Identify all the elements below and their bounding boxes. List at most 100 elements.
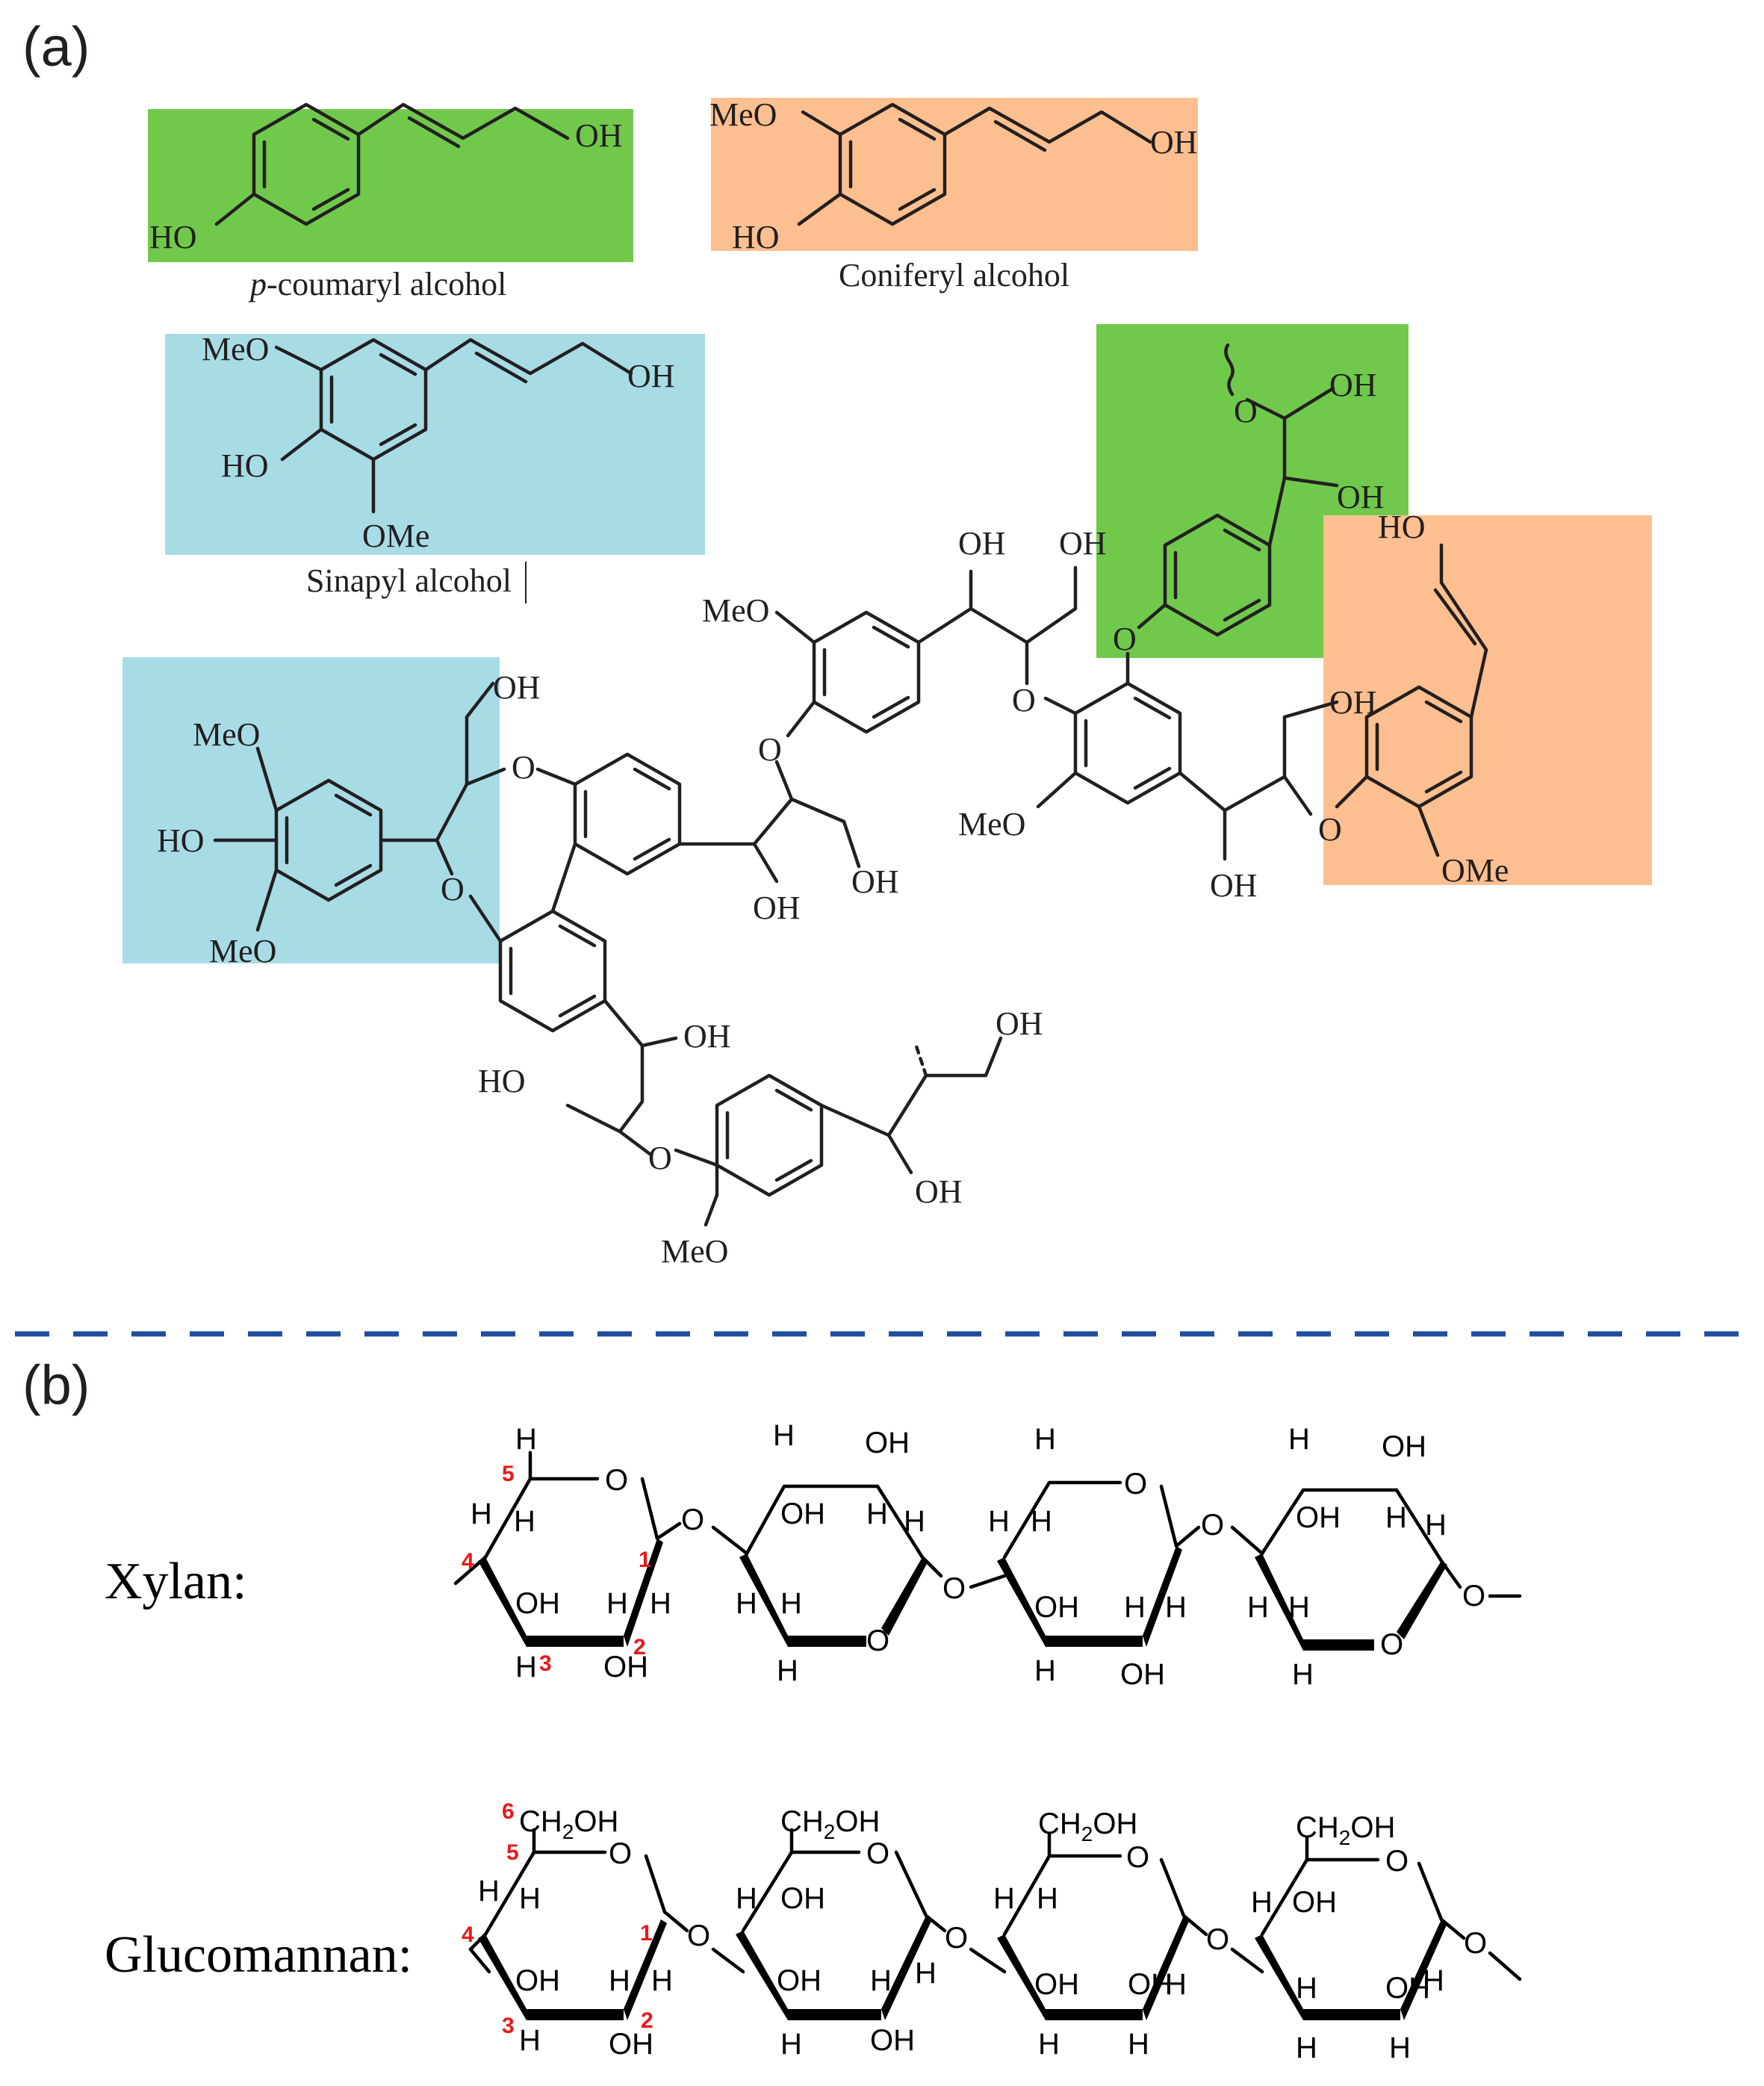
svg-text:OH: OH — [1034, 1591, 1079, 1624]
svg-text:H: H — [904, 1505, 925, 1538]
coniferyl-name: Coniferyl alcohol — [839, 257, 1069, 294]
xylan-structure: H O H H OH H H H OH O 5 4 1 2 3 H OH OH — [453, 1419, 1522, 1691]
glucomannan-ring-3: CH2OH O H H OH OH H H H O — [993, 1807, 1264, 2061]
svg-text:O: O — [512, 749, 535, 786]
svg-text:H: H — [780, 1587, 802, 1620]
svg-text:OH: OH — [515, 1587, 560, 1620]
svg-text:OH: OH — [683, 1018, 731, 1055]
svg-text:OH: OH — [515, 1964, 560, 1997]
lignin-sinapyl-unit-highlight — [122, 657, 500, 963]
svg-text:H: H — [1389, 2031, 1411, 2064]
svg-text:H: H — [515, 1423, 537, 1456]
svg-text:O: O — [681, 1503, 704, 1536]
svg-text:H: H — [1128, 2028, 1149, 2061]
svg-text:O: O — [1201, 1509, 1224, 1542]
svg-text:CH2OH: CH2OH — [1296, 1811, 1395, 1849]
svg-text:OH: OH — [865, 1427, 910, 1459]
svg-text:H: H — [1031, 1505, 1052, 1538]
svg-text:H: H — [1296, 2031, 1317, 2064]
svg-text:O: O — [1462, 1580, 1485, 1612]
svg-text:OH: OH — [1382, 1430, 1426, 1463]
coumaryl-alcohol-structure: OH HO — [149, 102, 623, 255]
svg-text:O: O — [945, 1922, 968, 1955]
svg-text:H: H — [1425, 1509, 1447, 1542]
svg-text:O: O — [1385, 1845, 1409, 1878]
svg-text:CH2OH: CH2OH — [780, 1805, 880, 1843]
svg-text:OH: OH — [603, 1651, 648, 1683]
svg-text:O: O — [1206, 1923, 1229, 1956]
svg-text:H: H — [514, 1505, 535, 1538]
svg-text:OH: OH — [1210, 867, 1258, 904]
svg-text:OH: OH — [780, 1497, 825, 1530]
svg-text:OH: OH — [1128, 1968, 1173, 2001]
svg-text:OH: OH — [1120, 1658, 1165, 1691]
svg-text:H: H — [1288, 1591, 1310, 1624]
xylan-ring-2: H OH OH H H H H O H O — [711, 1419, 1007, 1687]
svg-text:H: H — [1251, 1886, 1273, 1919]
svg-text:H: H — [519, 1882, 541, 1915]
svg-text:H: H — [993, 1882, 1015, 1915]
ch2oh-label: CH2OH — [519, 1805, 618, 1843]
svg-text:OH: OH — [1292, 1886, 1337, 1919]
svg-text:O: O — [609, 1837, 632, 1870]
svg-text:O: O — [866, 1837, 889, 1870]
svg-text:OH: OH — [996, 1005, 1043, 1042]
svg-text:2: 2 — [633, 1635, 646, 1660]
svg-text:H: H — [651, 1964, 673, 1997]
svg-text:H: H — [866, 1497, 888, 1530]
svg-text:H: H — [1034, 1423, 1056, 1456]
svg-text:6: 6 — [502, 1799, 515, 1824]
svg-text:4: 4 — [462, 1922, 474, 1947]
svg-text:O: O — [1113, 621, 1137, 657]
coniferyl-meo: MeO — [709, 96, 777, 133]
svg-text:MeO: MeO — [193, 716, 260, 753]
svg-text:H: H — [1165, 1591, 1187, 1624]
svg-text:MeO: MeO — [702, 592, 769, 629]
svg-text:OH: OH — [1034, 1968, 1079, 2001]
svg-text:H: H — [1247, 1591, 1269, 1624]
glucomannan-ring-4: CH2OH O H OH H OH H H H O — [1251, 1811, 1522, 2064]
svg-text:H: H — [1165, 1968, 1187, 2001]
sinapyl-highlight — [165, 334, 705, 555]
svg-text:3: 3 — [502, 2014, 515, 2038]
xylan-ring-1: H O H H OH H H H OH O 5 4 1 2 3 — [453, 1423, 704, 1683]
svg-text:HO: HO — [157, 822, 205, 859]
xylan-ring-3: H O H H OH H H H OH O — [988, 1423, 1264, 1691]
panel-a-label: (a) — [22, 16, 90, 78]
glucomannan-label: Glucomannan: — [105, 1926, 412, 1984]
svg-text:H: H — [1288, 1423, 1310, 1456]
svg-text:OH: OH — [1337, 479, 1385, 515]
svg-text:O: O — [1124, 1468, 1147, 1500]
svg-text:MeO: MeO — [661, 1233, 728, 1270]
svg-text:H: H — [1385, 1501, 1407, 1534]
svg-text:H: H — [609, 1964, 630, 1997]
svg-text:H: H — [470, 1497, 492, 1530]
svg-text:H: H — [915, 1957, 937, 1990]
svg-text:MeO: MeO — [958, 806, 1025, 842]
svg-text:H: H — [1292, 1658, 1314, 1691]
svg-text:H: H — [1034, 1654, 1056, 1687]
svg-text:O: O — [1464, 1927, 1487, 1960]
svg-text:OH: OH — [777, 1964, 822, 1997]
glucomannan-ring-2: CH2OH O H OH OH H H H OH O — [736, 1805, 1007, 2061]
svg-text:OMe: OMe — [1441, 852, 1509, 889]
svg-text:OH: OH — [753, 890, 801, 926]
lignin-coniferyl-unit-highlight — [1323, 515, 1652, 885]
svg-text:OH: OH — [1385, 1972, 1430, 2005]
svg-text:H: H — [870, 1964, 892, 1997]
svg-text:O: O — [1234, 393, 1258, 429]
svg-text:O: O — [866, 1624, 889, 1657]
svg-text:O: O — [687, 1919, 710, 1952]
svg-text:OH: OH — [958, 525, 1006, 562]
svg-text:O: O — [942, 1572, 966, 1605]
glucomannan-structure: CH2OH O H H OH H H H OH O 6 5 4 1 2 3 — [462, 1799, 1522, 2064]
svg-text:1: 1 — [639, 1548, 651, 1572]
svg-text:5: 5 — [506, 1840, 519, 1865]
svg-text:HO: HO — [1378, 509, 1426, 545]
svg-text:O: O — [1318, 811, 1342, 848]
xylan-label: Xylan: — [105, 1553, 247, 1610]
svg-text:CH2OH: CH2OH — [1038, 1807, 1137, 1846]
svg-text:O: O — [1380, 1628, 1403, 1661]
svg-text:O: O — [1126, 1841, 1149, 1874]
